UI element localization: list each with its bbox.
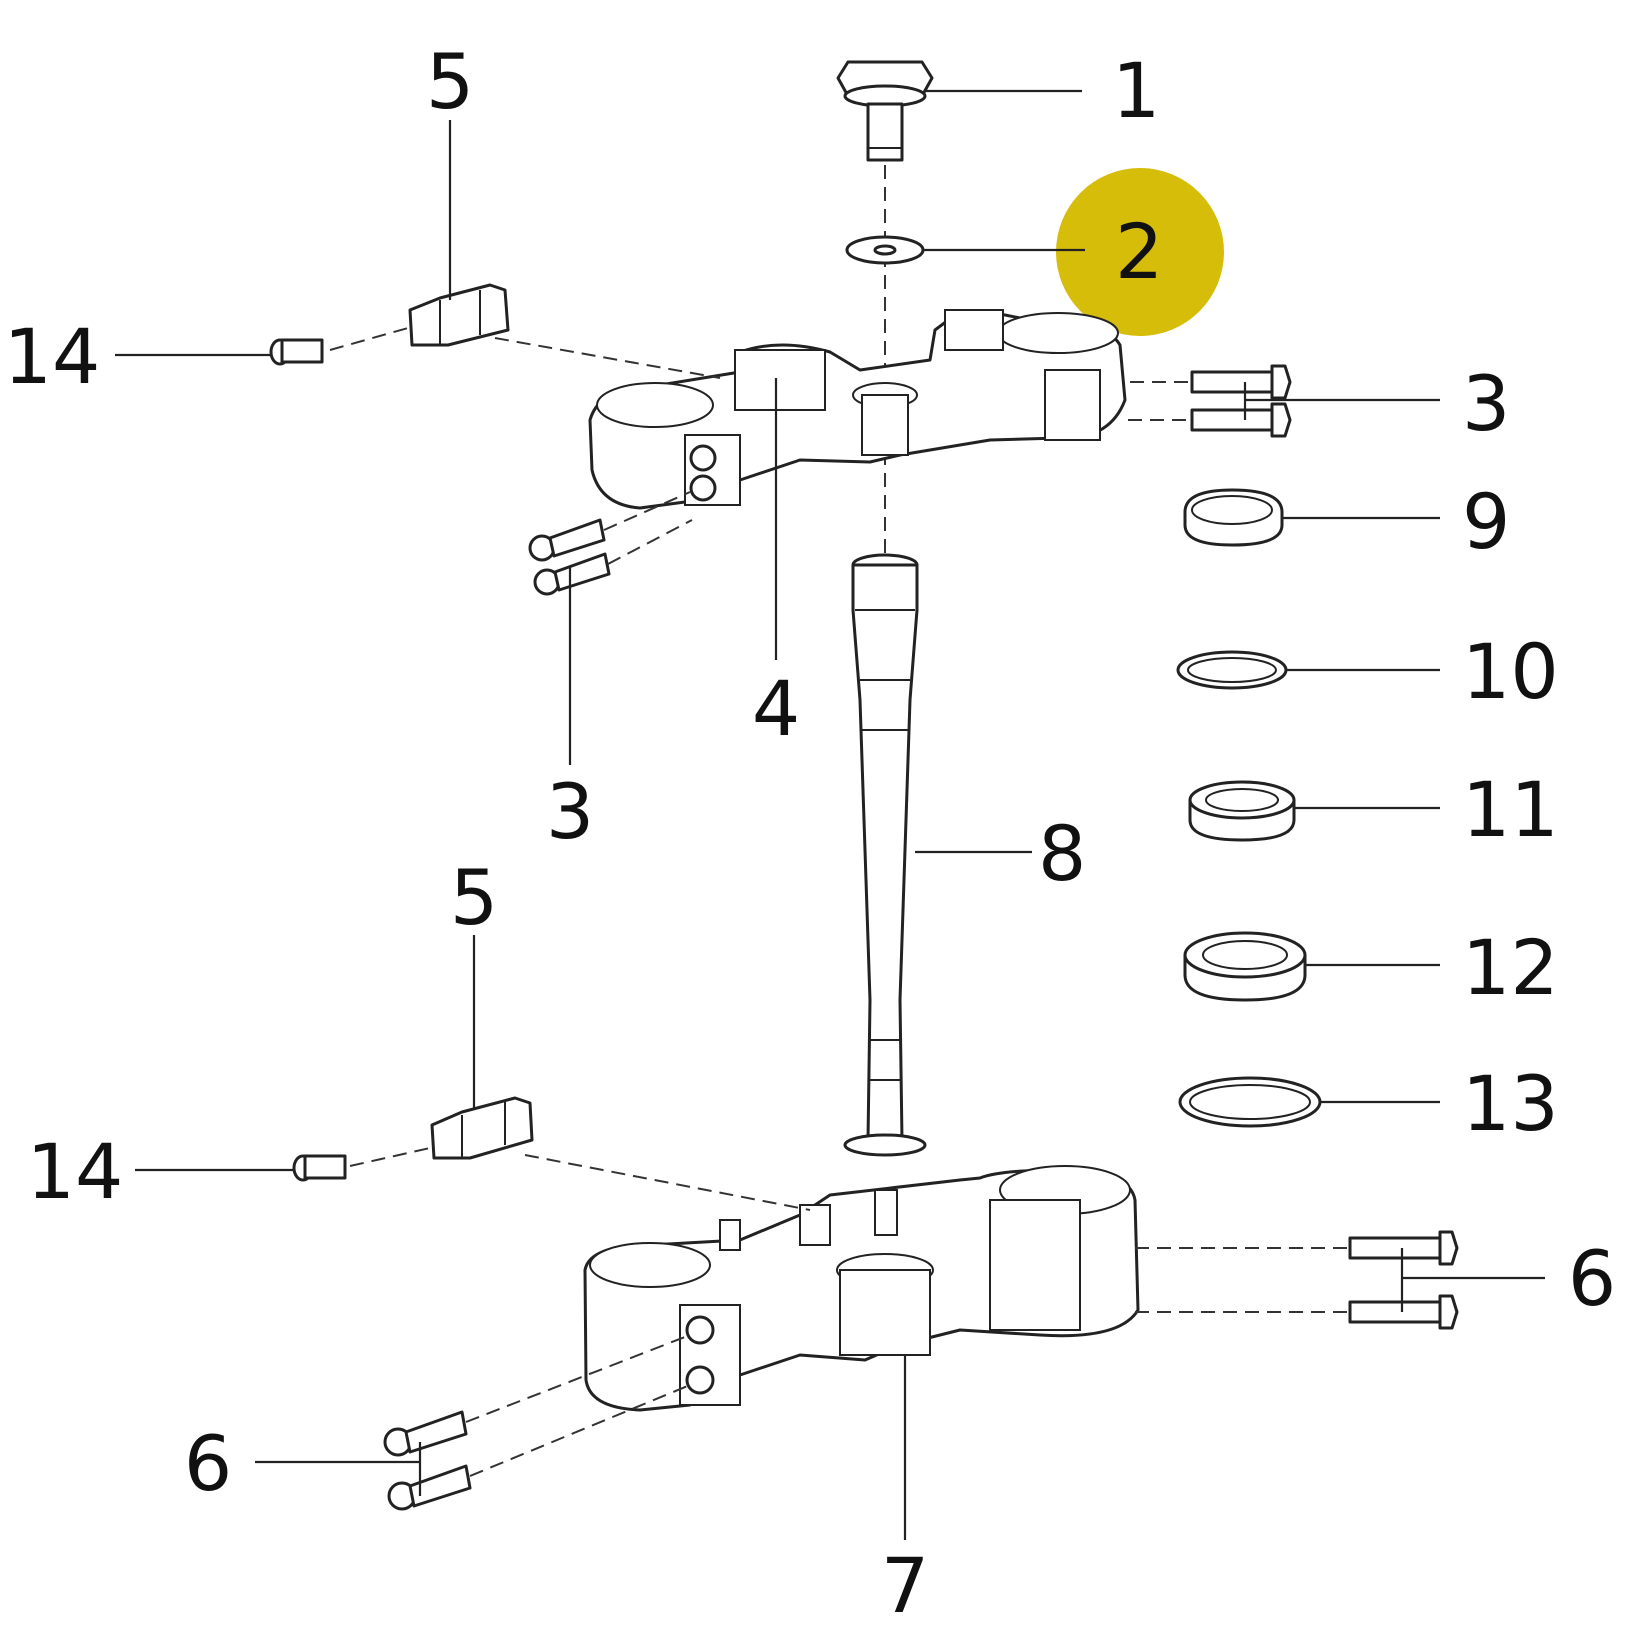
part-3-left-bolts xyxy=(528,518,611,596)
part-5-bottom-clamp xyxy=(430,1096,534,1160)
callout-4: 4 xyxy=(752,664,800,753)
callout-5-top: 5 xyxy=(426,37,474,126)
part-12-bearing xyxy=(1183,931,1307,1002)
part-5-top-clamp xyxy=(408,283,510,347)
part-8-steering-stem xyxy=(843,553,927,1157)
part-13-seal xyxy=(1178,1076,1322,1128)
part-7-lower-triple-clamp xyxy=(583,1165,1140,1412)
part-6-right-bolts xyxy=(1348,1230,1459,1330)
leader-lines xyxy=(115,89,1545,1540)
callout-14-top: 14 xyxy=(4,312,101,401)
assembly-dashed-lines xyxy=(329,327,1350,1477)
callout-3-left: 3 xyxy=(546,767,594,856)
callout-2: 2 xyxy=(1115,207,1163,296)
callout-1: 1 xyxy=(1112,46,1160,135)
callout-9: 9 xyxy=(1462,477,1510,566)
part-14-bottom-screw xyxy=(292,1154,347,1182)
part-6-left-bolts xyxy=(383,1410,472,1511)
highlight-marker xyxy=(1056,168,1224,336)
part-11-bearing xyxy=(1188,780,1296,842)
part-3-right-bolts xyxy=(1190,364,1292,438)
part-2-washer xyxy=(845,235,925,265)
callout-11: 11 xyxy=(1462,765,1559,854)
part-9-nut xyxy=(1183,488,1284,547)
callout-13: 13 xyxy=(1462,1059,1559,1148)
callout-8: 8 xyxy=(1038,809,1086,898)
callout-10: 10 xyxy=(1462,627,1559,716)
part-10-seal xyxy=(1176,650,1288,690)
callout-6-left: 6 xyxy=(184,1419,232,1508)
part-4-upper-triple-clamp xyxy=(588,309,1127,510)
part-1-bolt xyxy=(836,60,934,162)
part-14-top-screw xyxy=(269,338,324,366)
callout-12: 12 xyxy=(1462,923,1559,1012)
callout-3-right: 3 xyxy=(1462,359,1510,448)
callout-5-bottom: 5 xyxy=(450,853,498,942)
callout-6-right: 6 xyxy=(1568,1234,1616,1323)
callout-7: 7 xyxy=(881,1541,929,1630)
callout-14-bottom: 14 xyxy=(27,1127,124,1216)
